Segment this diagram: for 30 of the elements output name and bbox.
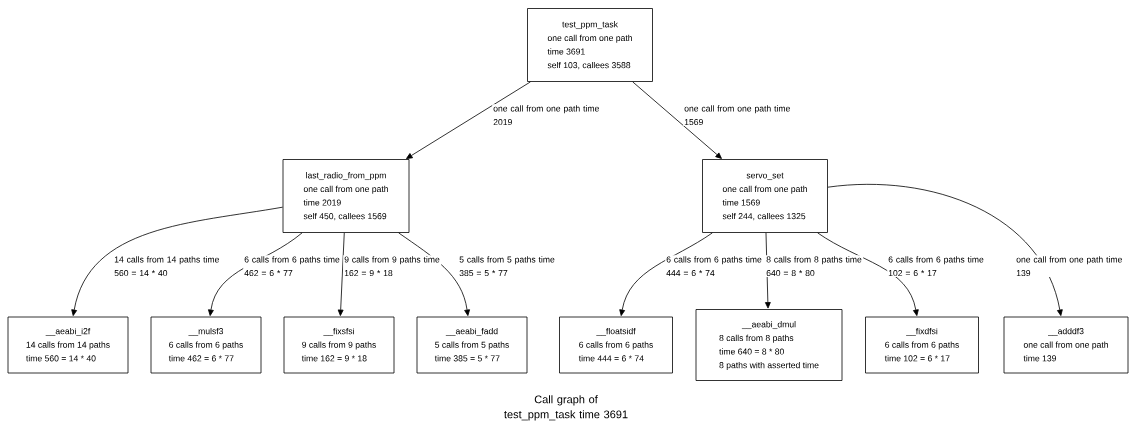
edge-label: 8 calls from 8 paths time 640 = 8 * 80: [765, 255, 864, 278]
edge-label: 9 calls from 9 paths time 162 = 9 * 18: [343, 255, 442, 278]
edge-label: 5 calls from 5 paths time 385 = 5 * 77: [458, 255, 557, 278]
arrow: [398, 232, 470, 316]
arrow: [827, 184, 1063, 316]
function-box: __aeabi_fadd 5 calls from 5 paths time 385 = 5 * 77: [416, 316, 528, 374]
function-box: __fixdfsi 6 calls from 6 paths time 102 = 6 * 17: [865, 316, 979, 374]
function-box: last_radio_from_ppm one call from one path time 2019 self 450, callees 1569: [282, 159, 410, 233]
edge-label: 6 calls from 6 paths time 444 = 6 * 74: [665, 255, 764, 278]
edge-label: one call from one path time 1569: [683, 104, 796, 127]
function-box: __aeabi_i2f 14 calls from 14 paths time 560 = 14 * 40: [7, 316, 129, 374]
arrow: [406, 81, 531, 159]
function-box: test_ppm_task one call from one path time 3691 self 103, callees 3588: [527, 8, 653, 82]
edge-label: 6 calls from 6 paths time 462 = 6 * 77: [243, 255, 342, 278]
edge-label: 6 calls from 6 paths time 102 = 6 * 17: [887, 255, 986, 278]
arrow: [619, 232, 713, 316]
function-box: __aeabi_dmul 8 calls from 8 paths time 640 = 8 * 80 8 paths with asserted time: [695, 309, 843, 381]
arrow: [337, 232, 345, 316]
function-box: __floatsidf 6 calls from 6 paths time 444 = 6 * 74: [559, 316, 673, 374]
arrow: [817, 232, 919, 316]
function-box: servo_set one call from one path time 1569 self 244, callees 1325: [702, 159, 828, 233]
function-box: __mulsf3 6 calls from 6 paths time 462 = 6 * 77: [150, 316, 262, 374]
edge-label: 14 calls from 14 paths time 560 = 14 * 40: [113, 255, 222, 278]
function-box: __fixsfsi 9 calls from 9 paths time 162 = 9 * 18: [283, 316, 395, 374]
arrow: [632, 81, 722, 159]
arrow: [71, 206, 283, 316]
edge-label: one call from one path time 139: [1015, 255, 1128, 278]
edge-label: one call from one path time 2019: [492, 104, 605, 127]
caption: Call graph of test_ppm_task time 3691: [504, 395, 628, 421]
function-box: __adddf3 one call from one path time 139: [1003, 316, 1129, 374]
